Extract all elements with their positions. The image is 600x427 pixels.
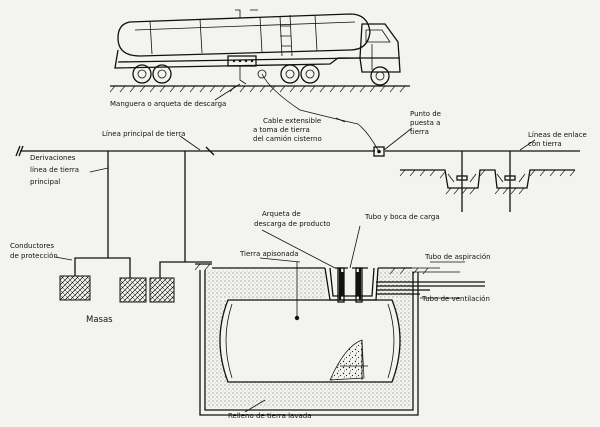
label-masas: Masas	[86, 315, 113, 325]
label-punto: Punto de puesta a tierra	[410, 110, 441, 136]
label-derivaciones: Derivaciones línea de tierra principal	[30, 154, 79, 186]
masses	[59, 275, 175, 303]
label-cable: Cable extensible a toma de tierra del ca…	[253, 117, 322, 143]
tanker-truck	[114, 9, 401, 86]
discharge-hose	[239, 66, 247, 85]
svg-text:de protección: de protección	[10, 252, 58, 260]
label-arqueta: Arqueta de descarga de producto	[254, 210, 330, 228]
svg-text:principal: principal	[30, 178, 60, 186]
grounding-point	[373, 127, 413, 157]
pipes	[376, 261, 485, 299]
svg-text:puesta a: puesta a	[410, 119, 440, 127]
truck-ground	[109, 85, 410, 93]
wheel-group-rear	[132, 64, 390, 86]
extensible-cable	[261, 73, 379, 151]
label-cable-line3: del camión cisterno	[253, 135, 322, 143]
label-lineas-enlace: Líneas de enlace con tierra	[528, 131, 587, 148]
svg-text:Arqueta de: Arqueta de	[262, 210, 301, 218]
label-tubo-ventilacion: Tubo de ventilación	[421, 295, 490, 303]
loading-manhole	[324, 267, 379, 303]
manguera-leader	[214, 83, 241, 101]
svg-text:tierra: tierra	[410, 128, 429, 136]
svg-text:descarga de producto: descarga de producto	[254, 220, 330, 228]
label-cable-line2: a toma de tierra	[253, 126, 310, 134]
label-tierra-apisonada: Tierra apisonada	[239, 250, 299, 258]
svg-text:con tierra: con tierra	[528, 140, 562, 148]
svg-text:Líneas de enlace: Líneas de enlace	[528, 131, 587, 139]
label-conductores: Conductores de protección	[10, 242, 58, 260]
ground-rods	[399, 139, 576, 212]
main-ground-line	[15, 145, 580, 157]
svg-text:línea de tierra: línea de tierra	[30, 166, 79, 174]
label-manguera: Manguera o arqueta de descarga	[110, 100, 226, 108]
label-cable-line1: Cable extensible	[263, 117, 321, 125]
svg-text:Conductores: Conductores	[10, 242, 54, 250]
derivations	[54, 151, 212, 278]
label-tubo-boca: Tubo y boca de carga	[364, 213, 440, 221]
svg-text:Derivaciones: Derivaciones	[30, 154, 76, 162]
svg-text:Punto de: Punto de	[410, 110, 441, 118]
label-relleno: Relleno de tierra lavada	[228, 412, 312, 420]
tank-pit	[194, 262, 460, 416]
label-linea-principal: Línea principal de tierra	[102, 130, 185, 138]
label-tubo-aspiracion: Tubo de aspiración	[424, 253, 491, 261]
